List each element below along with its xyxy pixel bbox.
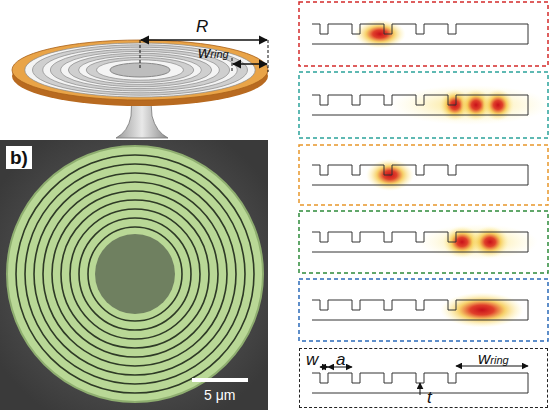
ring-schematic [12, 40, 268, 138]
mode-profile [299, 72, 550, 138]
dimension-label: wring [478, 350, 509, 367]
dimension-label: t [427, 389, 432, 406]
dimension-label: w [306, 351, 318, 368]
sem-image [0, 140, 268, 410]
dimension-arrows [320, 366, 528, 395]
mode-profile [299, 145, 548, 205]
scale-bar [192, 378, 248, 382]
mode-profile [299, 211, 548, 273]
scale-label: 5 μm [204, 388, 235, 402]
radius-arrow [141, 39, 267, 40]
dimension-box: w a t wring [299, 348, 548, 408]
radius-label: R [196, 18, 208, 35]
mode-profile [299, 2, 548, 66]
ring-width-arrow [233, 63, 267, 64]
dimension-label: a [336, 351, 345, 368]
mode-profile [299, 279, 548, 341]
ring-width-label: wring [198, 44, 229, 61]
panel-label: b) [6, 146, 32, 169]
